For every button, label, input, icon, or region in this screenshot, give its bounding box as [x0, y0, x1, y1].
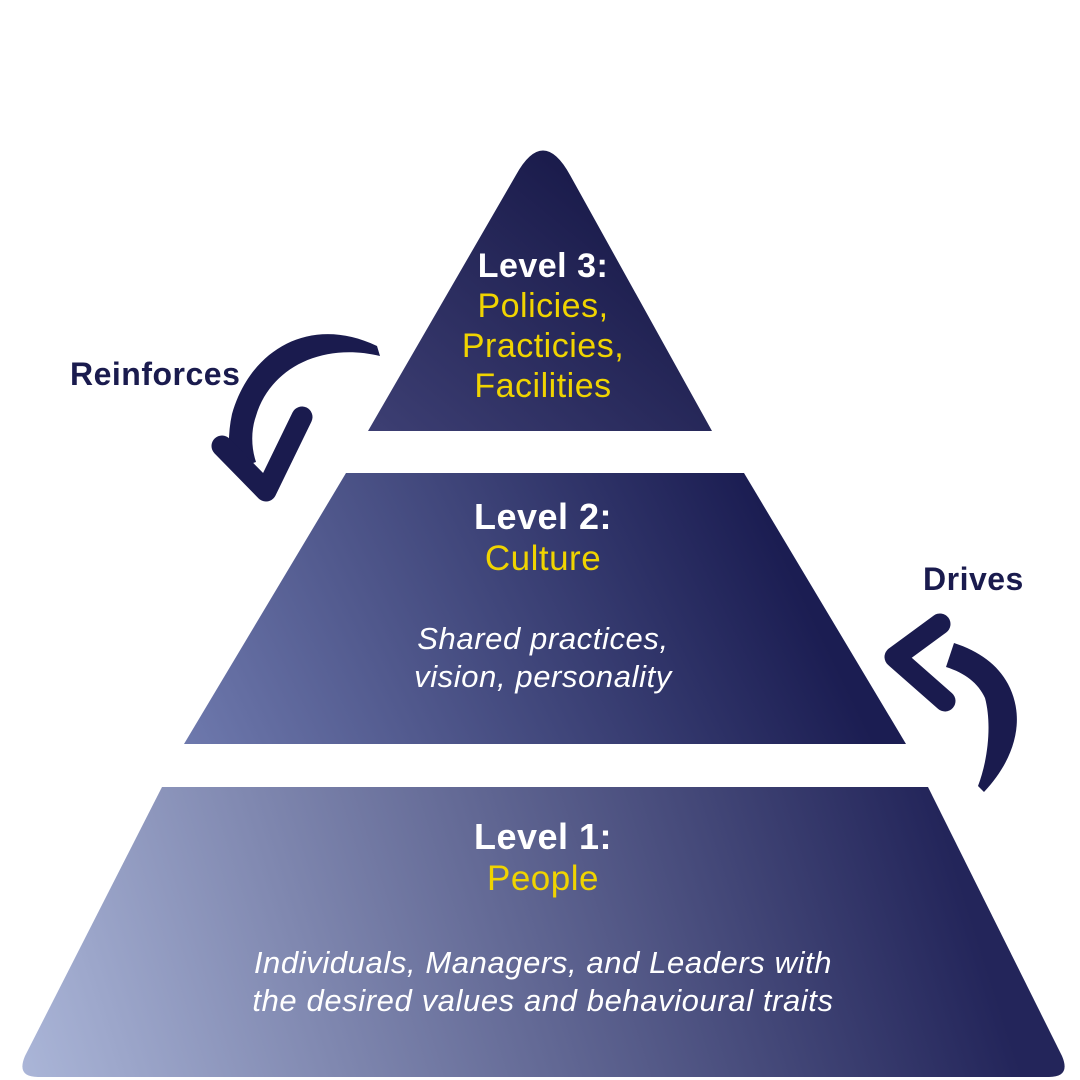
level2-block: Level 2: Culture Shared practices, visio…	[343, 496, 743, 696]
level1-block: Level 1: People Individuals, Managers, a…	[235, 816, 851, 1020]
drives-label: Drives	[923, 561, 1024, 597]
level3-title: Level 3:	[477, 247, 609, 285]
level1-highlight: People	[487, 859, 599, 898]
level1-title: Level 1:	[473, 816, 613, 857]
level2-title: Level 2:	[473, 496, 613, 537]
level1-shape	[22, 787, 1065, 1077]
level3-highlight: Policies, Practicies, Facilities	[461, 287, 625, 405]
reinforces-arrow-icon	[211, 334, 380, 502]
drives-arrow-icon	[884, 613, 1017, 792]
level2-description: Shared practices, vision, personality	[414, 621, 672, 694]
level3-shape	[368, 150, 712, 431]
level2-highlight: Culture	[484, 539, 602, 578]
level2-shape	[184, 473, 906, 744]
level1-description: Individuals, Managers, and Leaders with …	[252, 945, 834, 1018]
reinforces-label: Reinforces	[70, 356, 241, 392]
level3-block: Level 3: Policies, Practicies, Facilitie…	[368, 246, 718, 406]
